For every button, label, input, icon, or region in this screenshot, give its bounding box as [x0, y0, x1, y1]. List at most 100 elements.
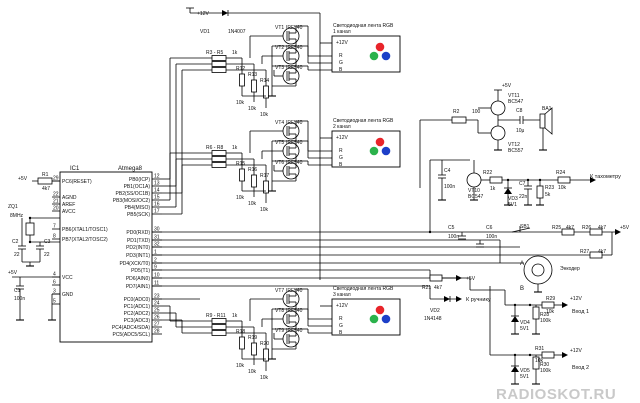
pulldown-resistor — [251, 174, 257, 188]
mcu-right-pin-name: PD4(XCK/T0) — [119, 261, 150, 267]
strip-label: Светодиодная лента RGB — [333, 286, 394, 292]
mcu-right-pin-name: PC4(ADC4/SDA) — [112, 325, 150, 331]
mcu-right-pin-name: PB2(SS/OC1B) — [116, 191, 151, 197]
vd3-ref: VD3 — [508, 196, 518, 202]
pulldown-resistor — [251, 79, 257, 93]
strip-pin-vplus: +12V — [336, 135, 348, 141]
mosfet-ref: VT7 — [275, 288, 284, 294]
pulldown-ref: R18 — [236, 329, 245, 335]
pulldown-ref: R19 — [248, 335, 257, 341]
mcu-right-pin-num: 27 — [154, 322, 160, 328]
encoder-section: C5 100n C6 100n SB1 R25 4k7 R26 4k7 +5V … — [448, 224, 630, 293]
mcu-name: Atmega8 — [118, 166, 143, 172]
r30-value: 100k — [540, 368, 551, 374]
red-led-dot — [375, 137, 385, 147]
c7-value: 22n — [519, 194, 528, 200]
r30-ref: R30 — [540, 362, 549, 368]
blue-led-dot — [381, 314, 391, 324]
channel-res-group: R9 - R11 — [206, 313, 226, 319]
left-plus5-label: +5V — [18, 176, 28, 182]
mcu-left-pin-num: 7 — [53, 224, 56, 230]
vd4-ref: VD4 — [520, 320, 530, 326]
mcu-right-pin-name: PD7(AIN1) — [126, 284, 151, 290]
mcu-left-pin-num: 3 — [53, 289, 56, 295]
red-led-dot — [375, 305, 385, 315]
mcu-left-pin-name: AREF — [62, 202, 75, 208]
buzzer-section: R2 100 +5V VT11 BC547 VT12 BC557 C8 10μ … — [419, 83, 553, 188]
r22-value: 1k — [490, 186, 496, 192]
strip-pin-vplus: +12V — [336, 303, 348, 309]
r1-value: 4k7 — [42, 186, 50, 192]
mcu-right-pin-num: 9 — [154, 265, 157, 271]
mcu-right-pin-num: 23 — [154, 294, 160, 300]
mosfet-ref: VT4 — [275, 120, 284, 126]
mosfet-type: IRF540 — [286, 160, 303, 166]
vd5-value: 5V1 — [520, 374, 529, 380]
r21-resistor — [429, 274, 443, 282]
strip-pin-b: B — [339, 330, 343, 336]
r21-ref: R21 — [422, 285, 431, 291]
mcu-right-pin-num: 30 — [154, 227, 160, 233]
mosfet-type: IRF540 — [286, 65, 303, 71]
in1-plus12: +12V — [570, 296, 582, 302]
mcu-right-pin-num: 25 — [154, 308, 160, 314]
r29-resistor — [541, 301, 555, 309]
vd5-ref: VD5 — [520, 368, 530, 374]
encoder-plus5: +5V — [620, 225, 630, 231]
mcu-left-pin-num: 4 — [53, 272, 56, 278]
top-supply: +12V VD1 1N4007 — [186, 7, 321, 280]
mcu-right-pin-num: 12 — [154, 174, 160, 180]
mcu-left-pin-name: GND — [62, 292, 74, 298]
gate-resistor — [211, 330, 227, 336]
r31-resistor — [541, 351, 555, 359]
mcu-right-pin-name: PC1(ADC1) — [124, 304, 151, 310]
vcc-top-label: +12V — [197, 11, 209, 17]
c6-value: 100n — [486, 234, 497, 240]
vd4-value: 5V1 — [520, 326, 529, 332]
channel-res-group: R3 - R5 — [206, 50, 223, 56]
mcu-left-pin-name: PB6(XTAL1/TOSC1) — [62, 227, 108, 233]
strip-label: Светодиодная лента RGB — [333, 118, 394, 124]
mcu-left-pin-name: AVCC — [62, 209, 76, 215]
gate-resistor — [211, 162, 227, 168]
c2-value: 22 — [14, 252, 20, 258]
in2-label: Вход 2 — [572, 365, 589, 371]
vd1-value: 1N4007 — [228, 29, 246, 35]
green-led-dot — [369, 314, 379, 324]
r31-ref: R31 — [535, 346, 544, 352]
vt12-ref: VT12 — [508, 142, 520, 148]
mcu-body — [59, 171, 153, 343]
in2-plus12: +12V — [570, 348, 582, 354]
mcu-right-pin-name: PB0(ICP) — [129, 177, 150, 183]
vt11-ref: VT11 — [508, 93, 520, 99]
mcu-right-pin-num: 1 — [154, 250, 157, 256]
pulldown-resistor — [239, 168, 245, 182]
r28-value: 100k — [540, 318, 551, 324]
mcu-right-pin-name: PD5(T1) — [131, 268, 150, 274]
pulldown-value: 10k — [260, 112, 269, 118]
c8-ref: C8 — [516, 108, 523, 114]
r26-resistor — [589, 228, 603, 236]
mcu-right-pin-name: PB3(MOSI/OC2) — [113, 198, 151, 204]
mcu-left-pin-name: PB7(XTAL2/TOSC2) — [62, 237, 108, 243]
pulldown-resistor — [239, 336, 245, 350]
strip-pin-g: G — [339, 60, 343, 66]
green-led-dot — [369, 146, 379, 156]
mcu-right-pin-num: 10 — [154, 273, 160, 279]
r26-ref: R26 — [582, 225, 591, 231]
channel-res-value: 1k — [232, 145, 238, 151]
pulldown-value: 10k — [236, 100, 245, 106]
mcu-right-pin-num: 13 — [154, 181, 160, 187]
pulldown-ref: R20 — [260, 341, 269, 347]
watermark: RADIOSKOT.RU — [496, 386, 616, 403]
vt12-type: BC557 — [508, 148, 524, 154]
r22-ref: R22 — [483, 170, 492, 176]
vt11-type: BC547 — [508, 99, 524, 105]
mcu-right-pin-name: PC0(ADC0) — [124, 297, 151, 303]
r26-value: 4k7 — [598, 225, 606, 231]
c6-ref: C6 — [486, 225, 493, 231]
mosfet-type: IRF540 — [286, 45, 303, 51]
strip-channel: 1 канал — [333, 29, 351, 35]
r23-resistor — [536, 185, 544, 199]
